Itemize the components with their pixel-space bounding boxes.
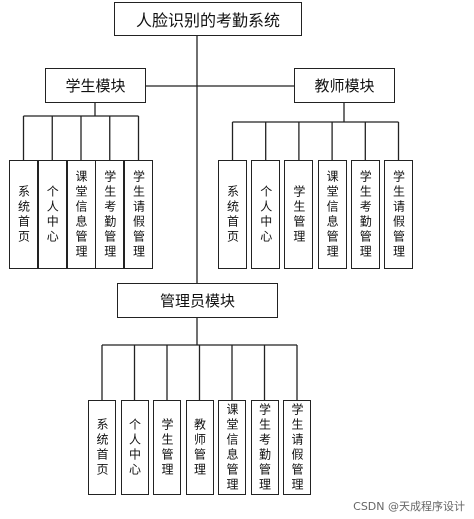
student-leaf-node: 学生请假管理 [124, 160, 153, 269]
root-node-label: 人脸识别的考勤系统 [135, 11, 280, 30]
root-node: 人脸识别的考勤系统 [114, 2, 302, 36]
student-module-node: 学生模块 [45, 68, 146, 103]
student-module-label: 学生模块 [65, 77, 126, 95]
admin-leaf-label: 系统首页 [95, 417, 109, 478]
student-leaf-label: 学生考勤管理 [102, 169, 117, 260]
student-leaf-node: 学生考勤管理 [95, 160, 125, 269]
student-leaf-node: 课堂信息管理 [66, 160, 96, 269]
student-leaf-label: 个人中心 [45, 184, 60, 245]
admin-leaf-label: 教师管理 [192, 417, 207, 478]
teacher-leaf-node: 个人中心 [251, 160, 281, 269]
teacher-leaf-node: 学生考勤管理 [350, 160, 380, 269]
admin-leaf-node: 课堂信息管理 [218, 400, 246, 495]
admin-leaf-node: 系统首页 [88, 400, 116, 495]
watermark: CSDN @天成程序设计 [353, 500, 465, 513]
teacher-leaf-node: 学生管理 [284, 160, 314, 269]
teacher-leaf-node: 课堂信息管理 [317, 160, 347, 269]
admin-leaf-node: 学生请假管理 [283, 400, 311, 495]
admin-leaf-label: 个人中心 [127, 417, 142, 478]
student-leaf-label: 学生请假管理 [131, 169, 146, 260]
teacher-leaf-label: 个人中心 [258, 184, 273, 245]
teacher-leaf-node: 系统首页 [218, 160, 247, 269]
teacher-module-node: 教师模块 [294, 68, 395, 103]
teacher-leaf-label: 系统首页 [225, 184, 240, 245]
teacher-leaf-node: 学生请假管理 [384, 160, 413, 269]
student-leaf-node: 系统首页 [9, 160, 38, 269]
teacher-leaf-label: 课堂信息管理 [325, 169, 340, 260]
admin-leaf-label: 学生管理 [160, 417, 174, 478]
teacher-leaf-label: 学生考勤管理 [358, 169, 373, 260]
student-leaf-label: 系统首页 [16, 184, 31, 245]
student-leaf-node: 个人中心 [37, 160, 67, 269]
admin-leaf-label: 学生考勤管理 [257, 402, 272, 493]
teacher-leaf-label: 学生请假管理 [391, 169, 406, 260]
student-leaf-label: 课堂信息管理 [74, 169, 88, 260]
admin-leaf-node: 学生考勤管理 [250, 400, 279, 495]
admin-leaf-node: 教师管理 [185, 400, 214, 495]
teacher-module-label: 教师模块 [314, 77, 375, 95]
admin-leaf-node: 学生管理 [153, 400, 181, 495]
admin-module-label: 管理员模块 [159, 292, 235, 310]
admin-leaf-node: 个人中心 [120, 400, 149, 495]
admin-leaf-label: 课堂信息管理 [225, 402, 239, 493]
admin-leaf-label: 学生请假管理 [290, 402, 304, 493]
admin-module-node: 管理员模块 [117, 283, 278, 318]
teacher-leaf-label: 学生管理 [291, 184, 306, 245]
